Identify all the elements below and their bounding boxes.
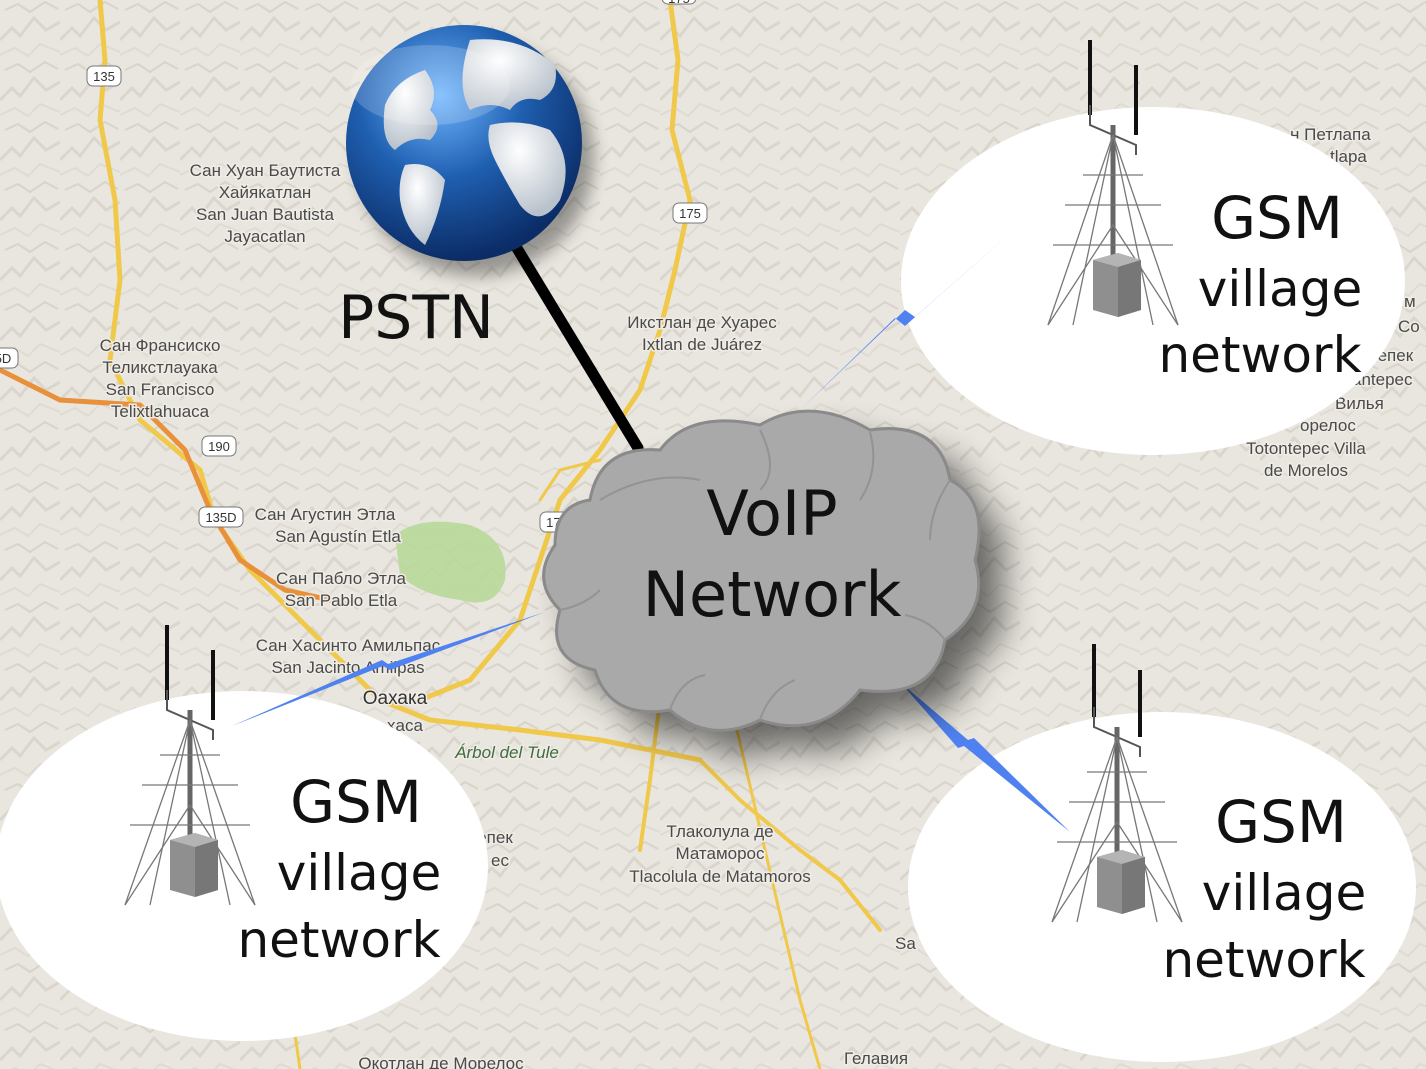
pstn-label: PSTN bbox=[338, 283, 494, 353]
map-label: Árbol del Tule bbox=[454, 743, 559, 762]
gsm-label-southeast-line3: network bbox=[1162, 931, 1365, 989]
map-label: орелос bbox=[1300, 416, 1356, 435]
map-label: Totontepec Villa bbox=[1246, 439, 1366, 458]
map-label: м bbox=[1404, 292, 1416, 311]
map-label: н Петлапа bbox=[1290, 125, 1371, 144]
globe-icon bbox=[346, 25, 594, 276]
map-label: Tlacolula de Matamoros bbox=[629, 867, 810, 886]
wireless-link-southwest bbox=[232, 612, 545, 726]
map-label: Jayacatlan bbox=[224, 227, 305, 246]
map-label: tlapa bbox=[1330, 147, 1367, 166]
gsm-label-southwest-line2: village bbox=[277, 844, 441, 902]
cell-tower-northeast bbox=[1047, 40, 1179, 326]
gsm-label-southwest-line3: network bbox=[237, 911, 440, 969]
map-label: Матаморос bbox=[675, 844, 765, 863]
map-label: antepec bbox=[1352, 370, 1413, 389]
map-label: Сан Франсиско bbox=[100, 336, 221, 355]
shield-label: 135D bbox=[205, 510, 236, 525]
map-label: Оахака bbox=[363, 688, 428, 709]
map-label: Вилья bbox=[1335, 394, 1384, 413]
wireless-link-southeast bbox=[900, 682, 1070, 832]
map-label: Гелавия bbox=[844, 1049, 908, 1068]
shield-label: 190 bbox=[208, 439, 230, 454]
shield-label: 175 bbox=[668, 0, 690, 6]
shield-label: 135 bbox=[93, 69, 115, 84]
map-label: Co bbox=[1398, 317, 1420, 336]
map-label: San Agustín Etla bbox=[275, 527, 401, 546]
map-label: Сан Хуан Баутиста bbox=[190, 161, 341, 180]
map-label: Окотлан де Морелос bbox=[358, 1054, 524, 1069]
gsm-network-bubble-northeast bbox=[901, 107, 1405, 455]
map-labels: Сан Хуан Баутиста Хайякатлан San Juan Ba… bbox=[98, 124, 1421, 1069]
park-area bbox=[395, 521, 506, 603]
voip-label-line1: VoIP bbox=[706, 477, 837, 550]
cell-tower-southeast bbox=[1051, 644, 1183, 923]
highway-shield: 175 bbox=[661, 0, 697, 6]
highway-shield: 190 bbox=[201, 435, 237, 457]
map-label: de Morelos bbox=[1264, 461, 1348, 480]
gsm-label-northeast-line2: village bbox=[1198, 260, 1362, 318]
map-label: Sa bbox=[895, 934, 916, 953]
cell-tower-southwest bbox=[124, 625, 256, 906]
shield-label: 175 bbox=[679, 206, 701, 221]
highway-shields: 135 175 190 135D 175 175 5D bbox=[0, 0, 708, 533]
gsm-label-northeast-line1: GSM bbox=[1211, 184, 1343, 252]
map-label: San Juan Bautista bbox=[196, 205, 335, 224]
map-label: San Pablo Etla bbox=[285, 591, 398, 610]
gsm-network-bubble-southwest bbox=[0, 691, 488, 1041]
wireless-link-icon bbox=[232, 198, 1070, 832]
highway-shield: 175 bbox=[672, 202, 708, 224]
map-label: Икстлан де Хуарес bbox=[627, 313, 777, 332]
gsm-label-southwest-line1: GSM bbox=[290, 768, 422, 836]
map-label: San Jacinto Amilpas bbox=[271, 658, 424, 677]
gsm-label-southeast-line2: village bbox=[1202, 864, 1366, 922]
gsm-label-northeast-line3: network bbox=[1158, 326, 1361, 384]
wired-link-icon bbox=[506, 234, 644, 454]
cell-tower-icon bbox=[124, 40, 1183, 923]
gsm-label-southeast-line1: GSM bbox=[1215, 788, 1347, 856]
cloud-icon bbox=[542, 409, 1005, 756]
map-label: Хайякатлан bbox=[219, 183, 312, 202]
map-label: San Francisco bbox=[106, 380, 215, 399]
map-label: ес bbox=[491, 851, 509, 870]
highway-shield: 135 bbox=[86, 65, 122, 87]
highway-shield: 5D bbox=[0, 347, 19, 369]
map-label: Теликстлауака bbox=[102, 358, 218, 377]
map-label: Сан Пабло Этла bbox=[276, 569, 407, 588]
map-label: Telixtlahuaca bbox=[111, 402, 210, 421]
voip-label-line2: Network bbox=[643, 558, 902, 631]
map-label: Сан Хасинто Амильпас bbox=[256, 636, 441, 655]
shield-label: 5D bbox=[0, 351, 11, 366]
map-label: Сан Агустин Этла bbox=[255, 505, 396, 524]
highway-shield: 135D bbox=[198, 506, 244, 528]
map-label: Тлаколула де bbox=[666, 822, 773, 841]
map-label: Ixtlan de Juárez bbox=[642, 335, 762, 354]
